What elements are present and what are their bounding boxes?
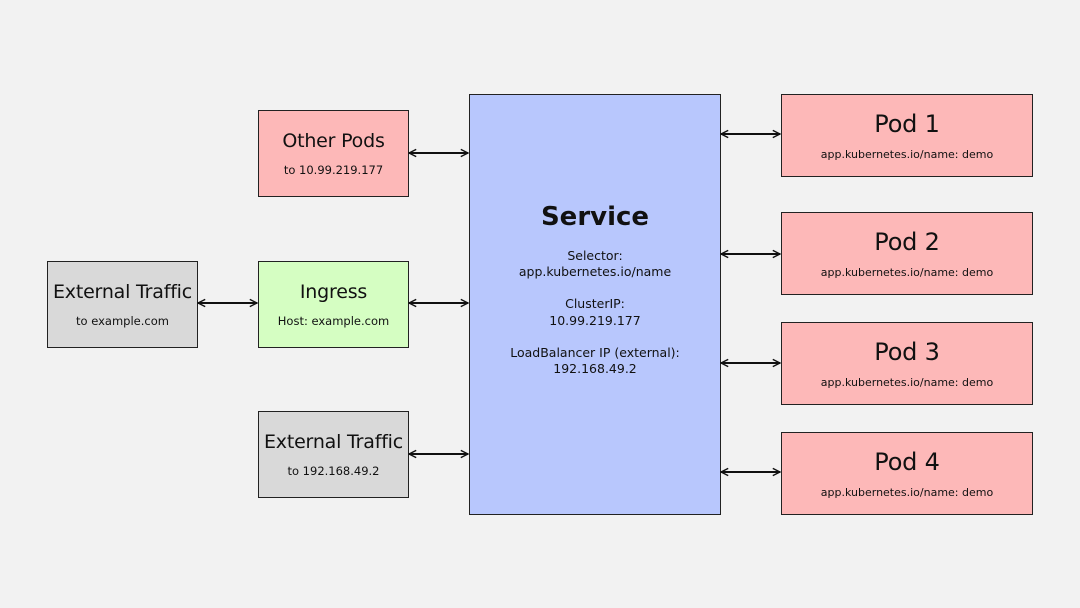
other-pods-subtitle: to 10.99.219.177	[283, 162, 384, 177]
service-clusterip-value: 10.99.219.177	[549, 312, 641, 328]
external-traffic-ingress-subtitle: to example.com	[76, 313, 169, 328]
pod-3-title: Pod 3	[874, 338, 940, 367]
other-pods-title: Other Pods	[282, 130, 385, 153]
ingress-box: Ingress Host: example.com	[258, 261, 409, 348]
pod-2-label: app.kubernetes.io/name: demo	[820, 265, 994, 279]
pod-4-box: Pod 4 app.kubernetes.io/name: demo	[781, 432, 1033, 515]
service-lb-label: LoadBalancer IP (external):	[510, 344, 680, 360]
ingress-subtitle: Host: example.com	[277, 313, 390, 328]
service-selector-label: Selector:	[567, 247, 623, 263]
pod-1-title: Pod 1	[874, 110, 940, 139]
external-traffic-ingress-title: External Traffic	[52, 281, 193, 304]
external-traffic-lb-subtitle: to 192.168.49.2	[287, 463, 380, 478]
external-traffic-ingress-box: External Traffic to example.com	[47, 261, 198, 348]
service-box: Service Selector: app.kubernetes.io/name…	[469, 94, 721, 515]
pod-1-box: Pod 1 app.kubernetes.io/name: demo	[781, 94, 1033, 177]
external-traffic-lb-box: External Traffic to 192.168.49.2	[258, 411, 409, 498]
external-traffic-lb-title: External Traffic	[263, 431, 404, 454]
pod-2-title: Pod 2	[874, 228, 940, 257]
ingress-title: Ingress	[299, 281, 368, 304]
service-title: Service	[540, 201, 650, 232]
service-clusterip-label: ClusterIP:	[565, 296, 625, 312]
other-pods-box: Other Pods to 10.99.219.177	[258, 110, 409, 197]
pod-3-box: Pod 3 app.kubernetes.io/name: demo	[781, 322, 1033, 405]
pod-3-label: app.kubernetes.io/name: demo	[820, 375, 994, 389]
service-lb-value: 192.168.49.2	[553, 361, 637, 376]
pod-2-box: Pod 2 app.kubernetes.io/name: demo	[781, 212, 1033, 295]
service-selector-value: app.kubernetes.io/name	[518, 264, 672, 279]
pod-4-title: Pod 4	[874, 448, 940, 477]
pod-1-label: app.kubernetes.io/name: demo	[820, 147, 994, 161]
pod-4-label: app.kubernetes.io/name: demo	[820, 485, 994, 499]
